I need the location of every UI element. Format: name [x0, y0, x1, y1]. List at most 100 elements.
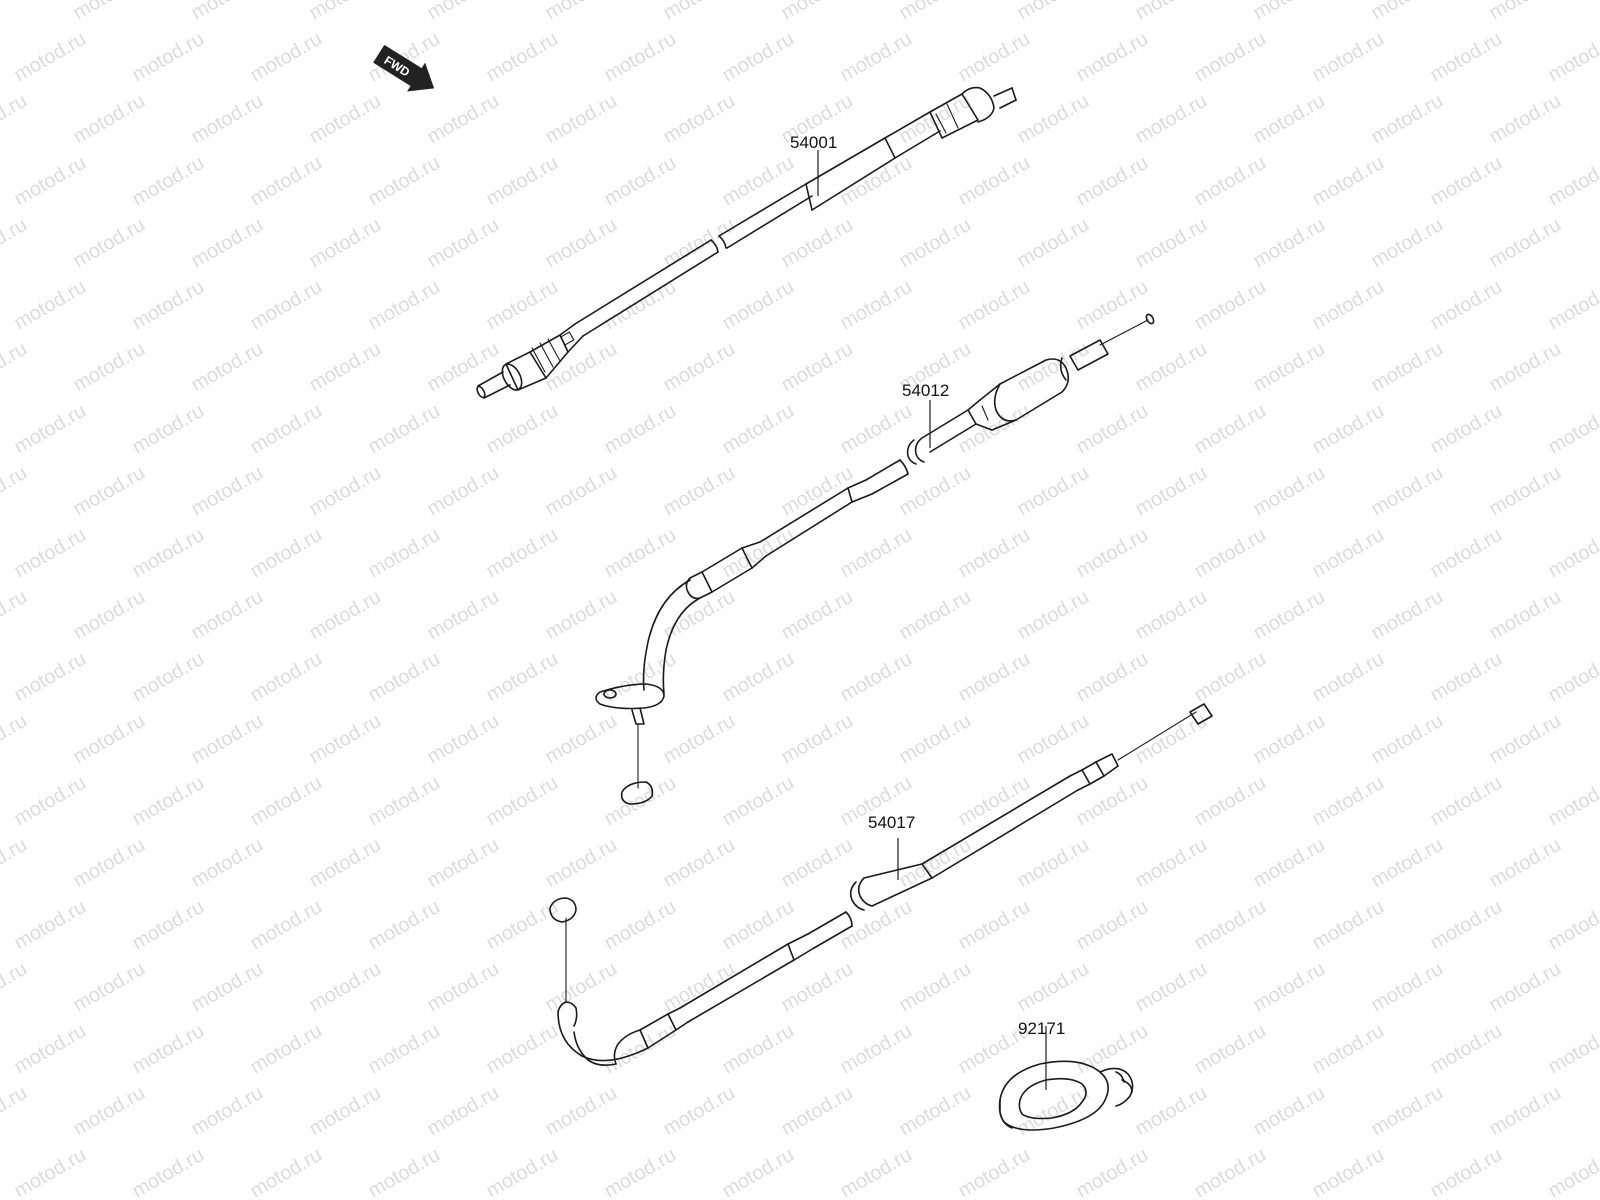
watermark-text: motod.ru [660, 0, 739, 24]
watermark-text: motod.ru [896, 90, 975, 149]
watermark-text: motod.ru [483, 1020, 562, 1079]
watermark-text: motod.ru [1309, 276, 1388, 335]
watermark-text: motod.ru [365, 152, 444, 211]
watermark-text: motod.ru [1250, 1082, 1329, 1141]
watermark-text: motod.ru [542, 462, 621, 521]
watermark-text: motod.ru [837, 400, 916, 459]
leader-lines [817, 150, 1047, 1090]
watermark-text: motod.ru [1132, 586, 1211, 645]
watermark-text: motod.ru [1368, 586, 1447, 645]
watermark-text: motod.ru [306, 710, 385, 769]
watermark-text: motod.ru [1309, 152, 1388, 211]
watermark-text: motod.ru [70, 1082, 149, 1141]
watermark-text: motod.ru [1427, 1020, 1506, 1079]
watermark-text: motod.ru [188, 834, 267, 893]
watermark-text: motod.ru [70, 958, 149, 1017]
watermark-text: motod.ru [1545, 152, 1600, 211]
watermark-text: motod.ru [129, 1144, 208, 1200]
watermark-text: motod.ru [1073, 1144, 1152, 1200]
watermark-text: motod.ru [424, 586, 503, 645]
watermark-text: motod.ru [129, 400, 208, 459]
watermark-text: motod.ru [1073, 152, 1152, 211]
watermark-text: motod.ru [1250, 958, 1329, 1017]
watermark-text: motod.ru [1073, 400, 1152, 459]
watermark-text: motod.ru [1073, 28, 1152, 87]
watermark-text: motod.ru [719, 276, 798, 335]
watermark-text: motod.ru [1191, 28, 1270, 87]
watermark-text: motod.ru [1427, 772, 1506, 831]
watermark-text: motod.ru [306, 338, 385, 397]
watermark-text: motod.ru [601, 1144, 680, 1200]
watermark-text: motod.ru [1250, 0, 1329, 24]
watermark-text: motod.ru [778, 214, 857, 273]
watermark-text: motod.ru [778, 710, 857, 769]
choke-cable-drawing [595, 313, 1155, 805]
watermark-text: motod.ru [247, 524, 326, 583]
watermark-text: motod.ru [778, 1082, 857, 1141]
watermark-text: motod.ru [247, 896, 326, 955]
watermark-text: motod.ru [70, 338, 149, 397]
watermark-text: motod.ru [483, 896, 562, 955]
watermark-text: motod.ru [1073, 648, 1152, 707]
watermark-text: motod.ru [1545, 1020, 1600, 1079]
watermark-text: motod.ru [601, 524, 680, 583]
watermark-text: motod.ru [365, 648, 444, 707]
watermark-text: motod.ru [1486, 958, 1565, 1017]
watermark-text: motod.ru [424, 338, 503, 397]
watermark-text: motod.ru [188, 338, 267, 397]
watermark-text: motod.ru [837, 524, 916, 583]
watermark-text: motod.ru [1368, 710, 1447, 769]
watermark-text: motod.ru [0, 710, 31, 769]
watermark-text: motod.ru [542, 1082, 621, 1141]
watermark-text: motod.ru [483, 28, 562, 87]
watermark-text: motod.ru [955, 524, 1034, 583]
watermark-text: motod.ru [306, 90, 385, 149]
watermark-text: motod.ru [129, 772, 208, 831]
watermark-text: motod.ru [1545, 400, 1600, 459]
watermark-text: motod.ru [247, 276, 326, 335]
watermark-text: motod.ru [1545, 896, 1600, 955]
watermark-text: motod.ru [365, 276, 444, 335]
watermark-text: motod.ru [1132, 462, 1211, 521]
watermark-text: motod.ru [0, 462, 31, 521]
watermark-text: motod.ru [1486, 586, 1565, 645]
watermark-text: motod.ru [483, 524, 562, 583]
watermark-text: motod.ru [778, 462, 857, 521]
watermark-text: motod.ru [660, 462, 739, 521]
watermark-text: motod.ru [129, 648, 208, 707]
watermark-text: motod.ru [1014, 958, 1093, 1017]
watermark-text: motod.ru [955, 648, 1034, 707]
watermark-text: motod.ru [719, 1020, 798, 1079]
watermark-text: motod.ru [1132, 214, 1211, 273]
watermark-text: motod.ru [188, 90, 267, 149]
watermark-text: motod.ru [955, 28, 1034, 87]
watermark-text: motod.ru [1309, 896, 1388, 955]
watermark-text: motod.ru [306, 214, 385, 273]
watermark-text: motod.ru [0, 586, 31, 645]
watermark-text: motod.ru [1191, 152, 1270, 211]
watermark-text: motod.ru [424, 1082, 503, 1141]
watermark-text: motod.ru [1073, 896, 1152, 955]
watermark-text: motod.ru [424, 462, 503, 521]
watermark-text: motod.ru [424, 710, 503, 769]
watermark-text: motod.ru [719, 152, 798, 211]
watermark-text: motod.ru [70, 90, 149, 149]
watermark-text: motod.ru [1250, 586, 1329, 645]
watermark-text: motod.ru [896, 214, 975, 273]
watermark-text: motod.ru [483, 1144, 562, 1200]
watermark-text: motod.ru [0, 0, 31, 24]
watermark-text: motod.ru [365, 772, 444, 831]
watermark-text: motod.ru [0, 1082, 31, 1141]
watermark-text: motod.ru [129, 28, 208, 87]
watermark-text: motod.ru [188, 1082, 267, 1141]
watermark-text: motod.ru [778, 834, 857, 893]
watermark-text: motod.ru [11, 524, 90, 583]
watermark-text: motod.ru [1427, 152, 1506, 211]
watermark-text: motod.ru [306, 1082, 385, 1141]
watermark-text: motod.ru [837, 1144, 916, 1200]
watermark-text: motod.ru [247, 28, 326, 87]
watermark-text: motod.ru [1427, 1144, 1506, 1200]
watermark-text: motod.ru [719, 28, 798, 87]
watermark-text: motod.ru [542, 90, 621, 149]
watermark-text: motod.ru [188, 214, 267, 273]
